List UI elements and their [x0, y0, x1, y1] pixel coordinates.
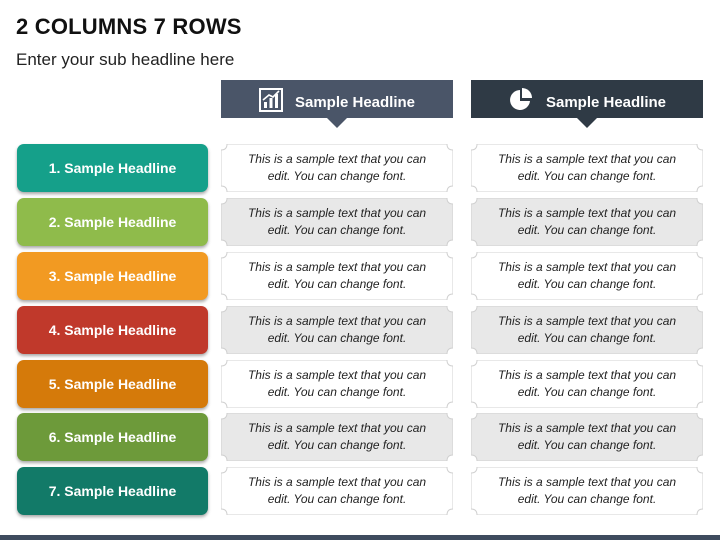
row-header-3: 3. Sample Headline — [17, 252, 208, 300]
cell-text: This is a sample text that you can edit.… — [497, 368, 677, 399]
column-header-2: Sample Headline — [471, 80, 703, 130]
bar-chart-icon — [258, 88, 283, 116]
cell-text: This is a sample text that you can edit.… — [247, 206, 427, 237]
cell-text: This is a sample text that you can edit.… — [247, 368, 427, 399]
column-header-1: Sample Headline — [221, 80, 453, 130]
cell-r1-c2: This is a sample text that you can edit.… — [471, 144, 703, 192]
row-header-6: 6. Sample Headline — [17, 413, 208, 461]
cell-r5-c1: This is a sample text that you can edit.… — [221, 360, 453, 408]
cell-text: This is a sample text that you can edit.… — [497, 152, 677, 183]
cell-text: This is a sample text that you can edit.… — [247, 475, 427, 506]
cell-text: This is a sample text that you can edit.… — [247, 260, 427, 291]
footer-bar — [0, 535, 720, 540]
cell-text: This is a sample text that you can edit.… — [497, 314, 677, 345]
row-header-7: 7. Sample Headline — [17, 467, 208, 515]
row-header-1: 1. Sample Headline — [17, 144, 208, 192]
cell-r6-c1: This is a sample text that you can edit.… — [221, 413, 453, 461]
column-header-2-label: Sample Headline — [545, 93, 667, 111]
cell-text: This is a sample text that you can edit.… — [247, 314, 427, 345]
cell-r3-c1: This is a sample text that you can edit.… — [221, 252, 453, 300]
cell-text: This is a sample text that you can edit.… — [247, 152, 427, 183]
cell-text: This is a sample text that you can edit.… — [497, 475, 677, 506]
slide-subtitle: Enter your sub headline here — [16, 50, 235, 69]
cell-r7-c1: This is a sample text that you can edit.… — [221, 467, 453, 515]
cell-r2-c1: This is a sample text that you can edit.… — [221, 198, 453, 246]
cell-text: This is a sample text that you can edit.… — [497, 421, 677, 452]
cell-text: This is a sample text that you can edit.… — [497, 206, 677, 237]
cell-r6-c2: This is a sample text that you can edit.… — [471, 413, 703, 461]
cell-r1-c1: This is a sample text that you can edit.… — [221, 144, 453, 192]
row-header-5: 5. Sample Headline — [17, 360, 208, 408]
cell-r2-c2: This is a sample text that you can edit.… — [471, 198, 703, 246]
cell-r3-c2: This is a sample text that you can edit.… — [471, 252, 703, 300]
cell-r7-c2: This is a sample text that you can edit.… — [471, 467, 703, 515]
cell-r5-c2: This is a sample text that you can edit.… — [471, 360, 703, 408]
column-header-1-label: Sample Headline — [294, 93, 416, 111]
row-header-4: 4. Sample Headline — [17, 306, 208, 354]
row-header-2: 2. Sample Headline — [17, 198, 208, 246]
cell-r4-c1: This is a sample text that you can edit.… — [221, 306, 453, 354]
cell-text: This is a sample text that you can edit.… — [247, 421, 427, 452]
cell-r4-c2: This is a sample text that you can edit.… — [471, 306, 703, 354]
pie-chart-icon — [508, 87, 534, 117]
cell-text: This is a sample text that you can edit.… — [497, 260, 677, 291]
slide-title: 2 COLUMNS 7 ROWS — [16, 14, 242, 39]
